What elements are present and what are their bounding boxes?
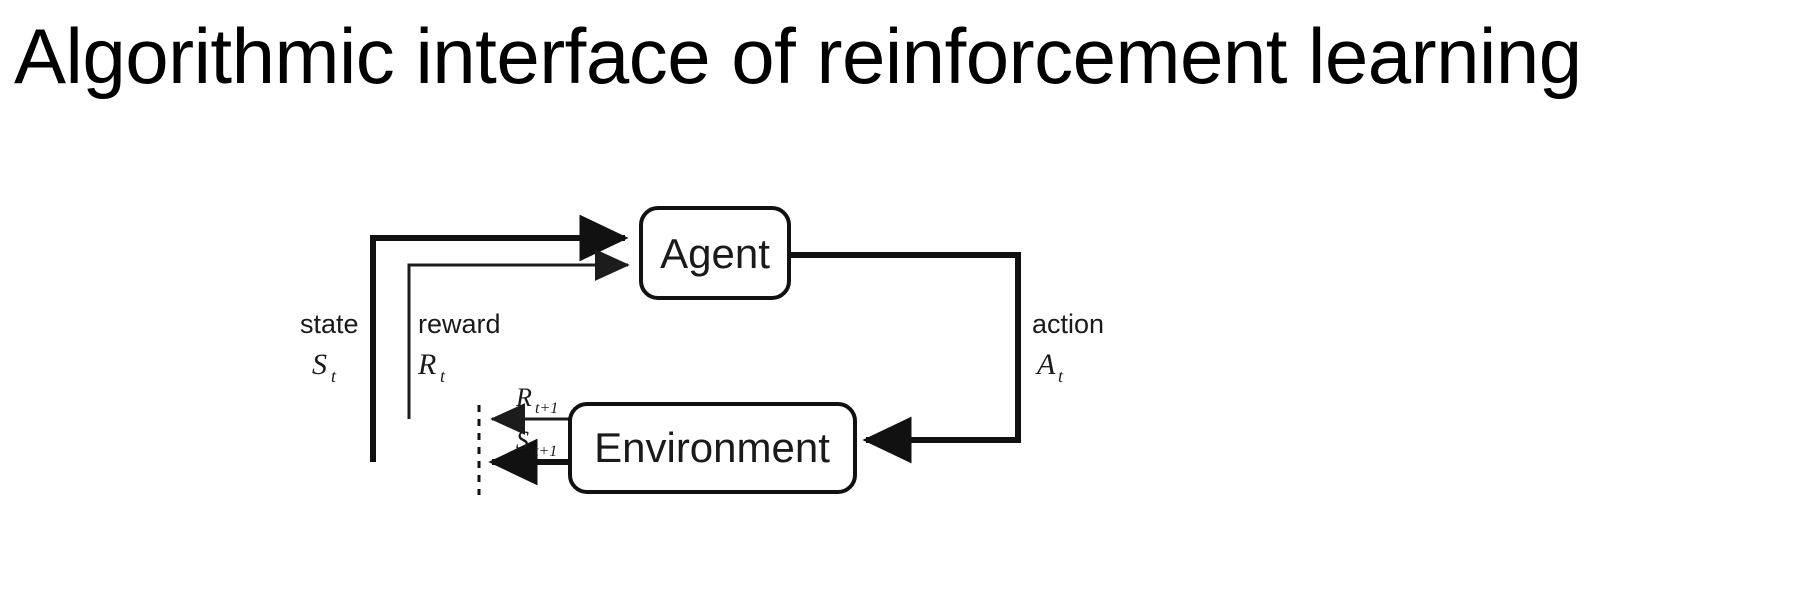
node-agent-label: Agent [660, 230, 770, 277]
label-next-state-symbol: S [516, 426, 529, 455]
edge-action-to-environment [788, 252, 1021, 464]
label-reward: reward R t [417, 309, 501, 386]
label-action-word: action [1032, 309, 1104, 339]
label-action-symbol: A [1035, 348, 1056, 381]
label-state-symbol: S [312, 348, 327, 381]
label-next-reward-symbol: R [515, 383, 532, 412]
label-next-state: S t+1 [516, 426, 557, 460]
label-next-reward-subscript: t+1 [535, 400, 558, 417]
rl-interaction-diagram: Agent Environment state S t reward R t a… [0, 150, 1820, 594]
label-reward-subscript: t [440, 366, 446, 386]
node-environment[interactable]: Environment [568, 402, 857, 494]
edge-state-to-agent [370, 214, 629, 462]
node-environment-label: Environment [594, 424, 830, 471]
label-state-word: state [300, 309, 359, 339]
label-action: action A t [1032, 309, 1104, 386]
page-title: Algorithmic interface of reinforcement l… [14, 12, 1582, 100]
label-reward-symbol: R [417, 348, 436, 381]
label-action-subscript: t [1058, 366, 1064, 386]
label-next-state-subscript: t+1 [534, 443, 557, 460]
edge-reward-to-agent [407, 249, 630, 419]
label-state-subscript: t [331, 366, 337, 386]
label-state: state S t [300, 309, 359, 386]
label-next-reward: R t+1 [515, 383, 558, 417]
node-agent[interactable]: Agent [639, 206, 791, 300]
label-reward-word: reward [418, 309, 501, 339]
